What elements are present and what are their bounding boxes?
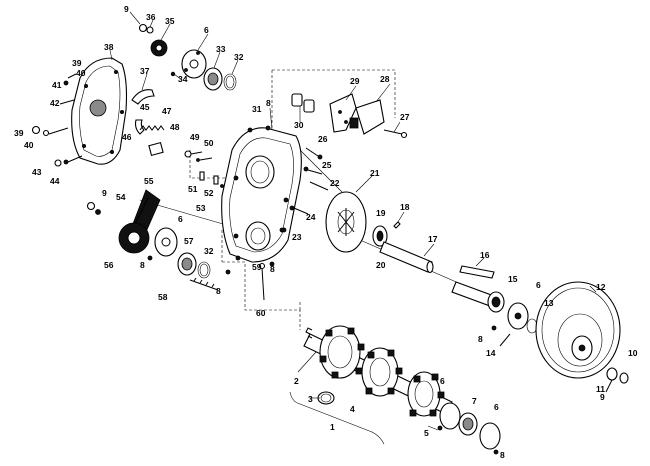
callout-8: 8 xyxy=(266,98,271,108)
callout-8e: 8 xyxy=(478,334,483,344)
callout-11: 11 xyxy=(596,384,605,394)
track-sprocket-c xyxy=(407,371,445,417)
cover-fasteners xyxy=(31,73,83,167)
callout-58: 58 xyxy=(158,292,168,302)
callout-25: 25 xyxy=(322,160,332,170)
drive-sprocket-35 xyxy=(150,39,168,57)
callout-14: 14 xyxy=(486,348,496,358)
callout-53: 53 xyxy=(196,203,206,213)
callout-4: 4 xyxy=(350,404,355,414)
gear-case-cover-38 xyxy=(71,57,128,165)
callout-6b: 6 xyxy=(178,214,183,224)
callout-27: 27 xyxy=(400,112,410,122)
callout-40: 40 xyxy=(76,68,86,78)
callout-6c: 6 xyxy=(536,280,541,290)
callout-24: 24 xyxy=(306,212,316,222)
callout-49: 49 xyxy=(190,132,200,142)
track-sprocket-a xyxy=(319,325,365,379)
brake-pulley-12 xyxy=(535,281,621,379)
callout-30: 30 xyxy=(294,120,304,130)
pulley-washers xyxy=(605,367,629,393)
callout-8f: 8 xyxy=(500,450,505,460)
callout-2: 2 xyxy=(294,376,299,386)
callout-51: 51 xyxy=(188,184,198,194)
callout-38: 38 xyxy=(104,42,114,52)
callout-7: 7 xyxy=(472,396,477,406)
callout-32: 32 xyxy=(234,52,244,62)
callout-32b: 32 xyxy=(204,246,214,256)
callout-26: 26 xyxy=(318,134,328,144)
callout-18: 18 xyxy=(400,202,410,212)
brake-disc-21 xyxy=(325,191,367,253)
callout-45: 45 xyxy=(140,102,150,112)
chaincase-housing xyxy=(221,125,302,263)
callout-16: 16 xyxy=(480,250,490,260)
callout-6e: 6 xyxy=(494,402,499,412)
callout-55: 55 xyxy=(144,176,154,186)
callout-39b: 39 xyxy=(14,128,24,138)
callout-54: 54 xyxy=(116,192,126,202)
right-hub-stack xyxy=(451,265,538,347)
callout-47: 47 xyxy=(162,106,172,116)
callout-56: 56 xyxy=(104,260,114,270)
callout-43: 43 xyxy=(32,167,42,177)
hub-collar xyxy=(372,221,401,247)
callout-6d: 6 xyxy=(440,376,445,386)
callout-21: 21 xyxy=(370,168,380,178)
callout-31: 31 xyxy=(252,104,262,114)
callout-10: 10 xyxy=(628,348,638,358)
callout-19: 19 xyxy=(376,208,386,218)
callout-46: 46 xyxy=(122,132,132,142)
callout-35: 35 xyxy=(165,16,175,26)
callout-29: 29 xyxy=(350,76,360,86)
callout-40b: 40 xyxy=(24,140,34,150)
callout-57: 57 xyxy=(184,236,194,246)
callout-48: 48 xyxy=(170,122,180,132)
callout-8d: 8 xyxy=(216,286,221,296)
callout-37: 37 xyxy=(140,66,150,76)
callout-1: 1 xyxy=(330,422,335,432)
leader-lines xyxy=(109,11,597,431)
callout-39: 39 xyxy=(72,58,82,68)
callout-17: 17 xyxy=(428,234,438,244)
track-sprocket-b xyxy=(361,347,403,397)
callout-33: 33 xyxy=(216,44,226,54)
drive-shaft-17 xyxy=(379,241,434,274)
callout-52: 52 xyxy=(204,188,214,198)
callout-3: 3 xyxy=(308,394,313,404)
callout-9: 9 xyxy=(124,4,129,14)
callout-13: 13 xyxy=(544,298,554,308)
callout-8b: 8 xyxy=(140,260,145,270)
case-small-parts xyxy=(184,150,224,188)
callout-60: 60 xyxy=(256,308,266,318)
chain-tensioner xyxy=(131,89,165,157)
callout-12: 12 xyxy=(596,282,606,292)
callout-36: 36 xyxy=(146,12,156,22)
callout-9c: 9 xyxy=(600,392,605,402)
sprocket-56 xyxy=(118,222,150,254)
track-drive-axle xyxy=(289,325,501,455)
callout-44: 44 xyxy=(50,176,60,186)
mount-brackets xyxy=(291,93,408,139)
callout-5: 5 xyxy=(424,428,429,438)
callout-34: 34 xyxy=(178,74,188,84)
callout-15: 15 xyxy=(508,274,518,284)
callout-6: 6 xyxy=(204,25,209,35)
callout-9b: 9 xyxy=(102,188,107,198)
callout-59: 59 xyxy=(252,262,262,272)
lower-gear-stack xyxy=(86,189,211,279)
callout-28: 28 xyxy=(380,74,390,84)
callout-50: 50 xyxy=(204,138,214,148)
callout-20: 20 xyxy=(376,260,386,270)
callout-42: 42 xyxy=(50,98,60,108)
callout-labels: 9 36 35 6 33 32 38 37 34 39 40 41 42 45 … xyxy=(14,4,638,460)
callout-22: 22 xyxy=(330,178,340,188)
callout-41: 41 xyxy=(52,80,62,90)
callout-23: 23 xyxy=(292,232,302,242)
upper-gear-stack xyxy=(138,23,237,91)
callout-8c: 8 xyxy=(270,264,275,274)
lower-bolts xyxy=(189,255,275,301)
case-bolts xyxy=(281,147,329,233)
